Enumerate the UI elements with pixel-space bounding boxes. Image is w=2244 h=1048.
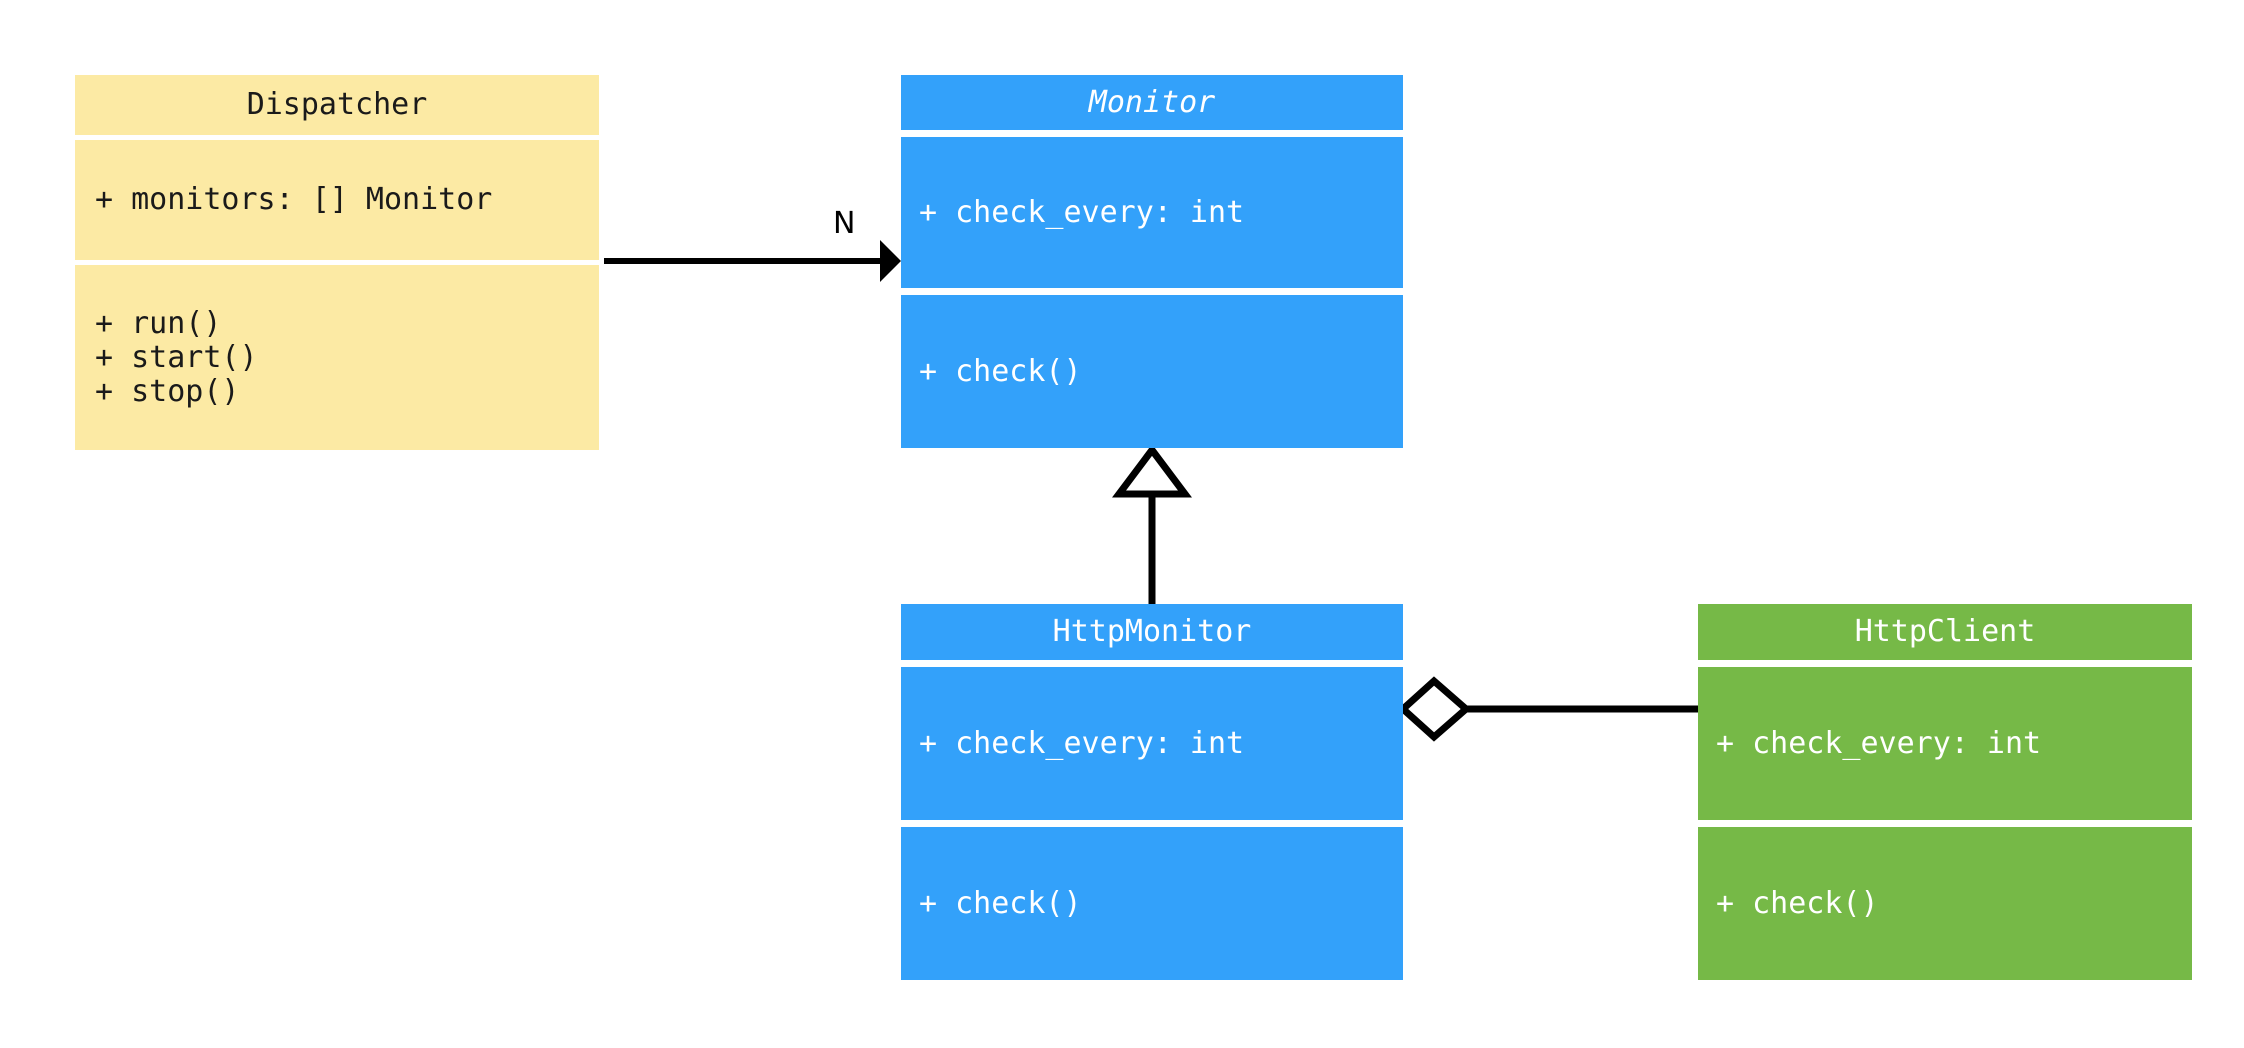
class-name-dispatcher: Dispatcher <box>246 87 428 122</box>
class-box-http-client[interactable]: HttpClient + check_every: int + check() <box>1698 604 2192 980</box>
class-methods-http-client: + check() <box>1698 827 2192 980</box>
class-attributes-dispatcher: + monitors: [] Monitor <box>75 140 599 260</box>
association-dispatcher-monitor <box>604 240 901 282</box>
class-methods-monitor: + check() <box>901 295 1403 448</box>
method-lines: + run() + start() + stop() <box>95 305 258 409</box>
generalization-httpmonitor-monitor <box>1112 444 1192 604</box>
aggregation-httpmonitor-httpclient <box>1397 676 1698 742</box>
attribute-line: + check_every: int <box>919 194 1245 230</box>
method-lines: + check() <box>1716 885 1879 921</box>
class-header-http-monitor: HttpMonitor <box>901 604 1403 660</box>
method-lines: + check() <box>919 353 1082 389</box>
class-box-monitor[interactable]: Monitor + check_every: int + check() <box>901 75 1403 448</box>
association-multiplicity-label: N <box>833 206 856 241</box>
method-lines: + check() <box>919 885 1082 921</box>
attribute-line: + check_every: int <box>919 725 1245 761</box>
class-attributes-http-monitor: + check_every: int <box>901 667 1403 820</box>
class-box-dispatcher[interactable]: Dispatcher + monitors: [] Monitor + run(… <box>75 75 599 450</box>
class-attributes-http-client: + check_every: int <box>1698 667 2192 820</box>
class-header-monitor: Monitor <box>901 75 1403 130</box>
class-header-dispatcher: Dispatcher <box>75 75 599 135</box>
class-methods-dispatcher: + run() + start() + stop() <box>75 265 599 450</box>
class-header-http-client: HttpClient <box>1698 604 2192 660</box>
class-attributes-monitor: + check_every: int <box>901 137 1403 288</box>
class-name-http-client: HttpClient <box>1854 614 2036 649</box>
class-methods-http-monitor: + check() <box>901 827 1403 980</box>
attribute-line: + monitors: [] Monitor <box>95 182 493 217</box>
class-box-http-monitor[interactable]: HttpMonitor + check_every: int + check() <box>901 604 1403 980</box>
class-name-monitor: Monitor <box>1088 84 1216 120</box>
attribute-line: + check_every: int <box>1716 725 2042 761</box>
class-name-http-monitor: HttpMonitor <box>1052 614 1252 649</box>
